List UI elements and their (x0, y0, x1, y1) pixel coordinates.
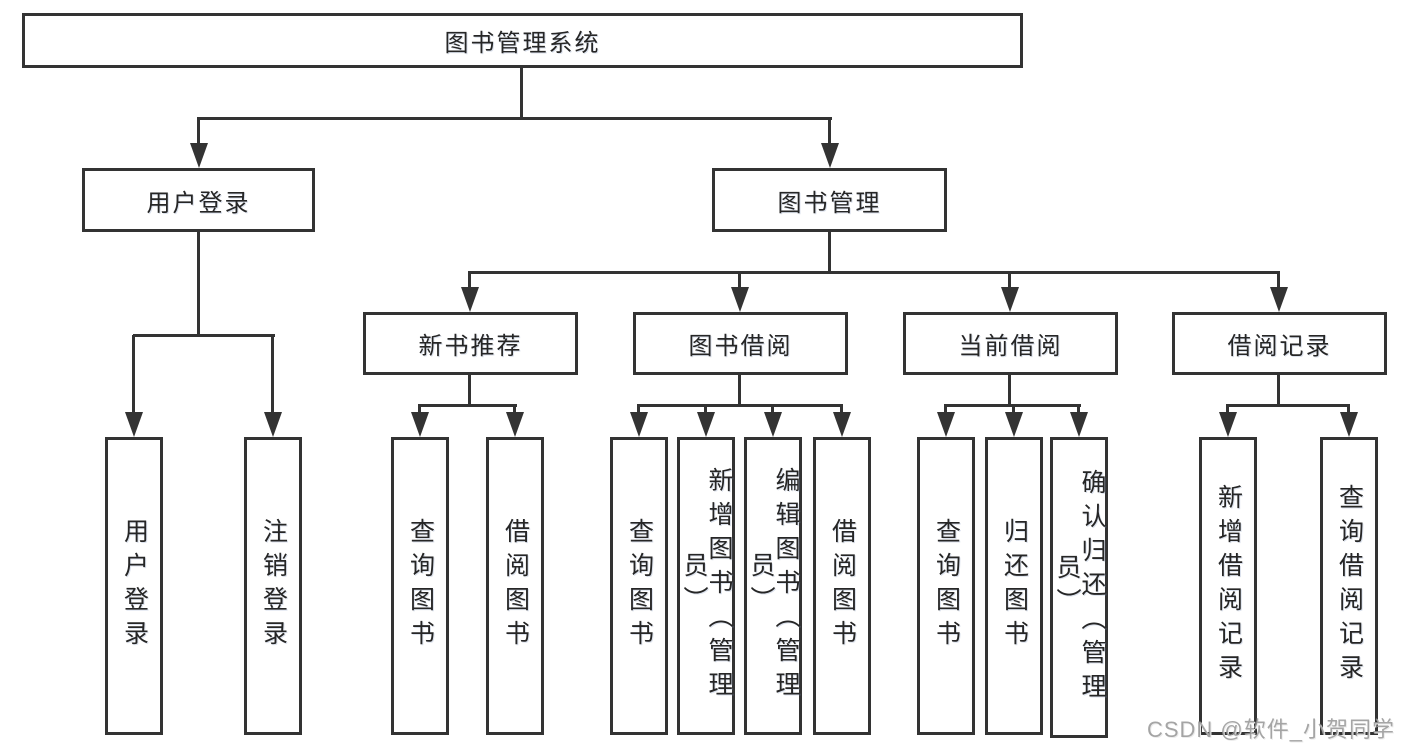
arrow-cb-leaf-3 (1077, 405, 1080, 412)
arrow-to-user-login (197, 118, 200, 143)
node-new-book-rec: 新书推荐 (363, 312, 578, 375)
edge-book-borrow-hline (637, 404, 843, 407)
edge-borrow-record-hline (1226, 404, 1350, 407)
arrow-to-current-borrow (1008, 272, 1011, 287)
node-root: 图书管理系统 (22, 13, 1023, 68)
leaf-bb-borrow-book: 借阅图书 (813, 437, 871, 735)
edge-borrow-record-stem (1277, 373, 1280, 405)
arrow-br-leaf-2 (1347, 405, 1350, 412)
edge-user-login-hline (133, 334, 275, 337)
node-book-mgmt: 图书管理 (712, 168, 947, 232)
leaf-logout: 注销登录 (244, 437, 302, 735)
edge-new-book-rec-hline (418, 404, 517, 407)
watermark: CSDN @软件_小贺同学 (1146, 717, 1395, 742)
node-user-login: 用户登录 (82, 168, 315, 232)
leaf-bb-query-book: 查询图书 (610, 437, 668, 735)
node-book-borrow: 图书借阅 (633, 312, 848, 375)
edge-user-login-stem (197, 230, 200, 335)
leaf-bb-add-book-admin: 新增图书（管理员） (677, 437, 735, 735)
edge-current-borrow-stem (1008, 373, 1011, 405)
arrow-cb-leaf-2 (1012, 405, 1015, 412)
arrow-nbr-leaf-1 (418, 405, 421, 412)
leaf-nbr-borrow-book: 借阅图书 (486, 437, 544, 735)
arrow-bb-leaf-1 (637, 405, 640, 412)
node-borrow-record: 借阅记录 (1172, 312, 1387, 375)
arrow-bb-leaf-2 (704, 405, 707, 412)
arrow-to-borrow-record (1277, 272, 1280, 287)
leaf-br-add-record: 新增借阅记录 (1199, 437, 1257, 735)
edge-book-mgmt-stem (828, 230, 831, 272)
arrow-cb-leaf-1 (944, 405, 947, 412)
leaf-cb-return-book: 归还图书 (985, 437, 1043, 735)
arrow-to-new-book-rec (468, 272, 471, 287)
arrow-to-book-mgmt (828, 118, 831, 143)
arrow-nbr-leaf-2 (513, 405, 516, 412)
edge-book-borrow-stem (738, 373, 741, 405)
leaf-cb-confirm-return-admin: 确认归还（管理员） (1050, 437, 1108, 738)
arrow-to-leaf-user-login (132, 335, 135, 412)
leaf-bb-edit-book-admin: 编辑图书（管理员） (744, 437, 802, 735)
edge-book-mgmt-hline (468, 271, 1280, 274)
edge-root-hline (197, 117, 832, 120)
arrow-br-leaf-1 (1226, 405, 1229, 412)
edge-new-book-rec-stem (468, 373, 471, 405)
leaf-br-query-record: 查询借阅记录 (1320, 437, 1378, 735)
arrow-to-leaf-logout (271, 335, 274, 412)
edge-root-stem (520, 66, 523, 119)
arrow-bb-leaf-4 (840, 405, 843, 412)
node-current-borrow: 当前借阅 (903, 312, 1118, 375)
arrow-to-book-borrow (738, 272, 741, 287)
leaf-user-login: 用户登录 (105, 437, 163, 735)
arrow-bb-leaf-3 (771, 405, 774, 412)
leaf-nbr-query-book: 查询图书 (391, 437, 449, 735)
leaf-cb-query-book: 查询图书 (917, 437, 975, 735)
